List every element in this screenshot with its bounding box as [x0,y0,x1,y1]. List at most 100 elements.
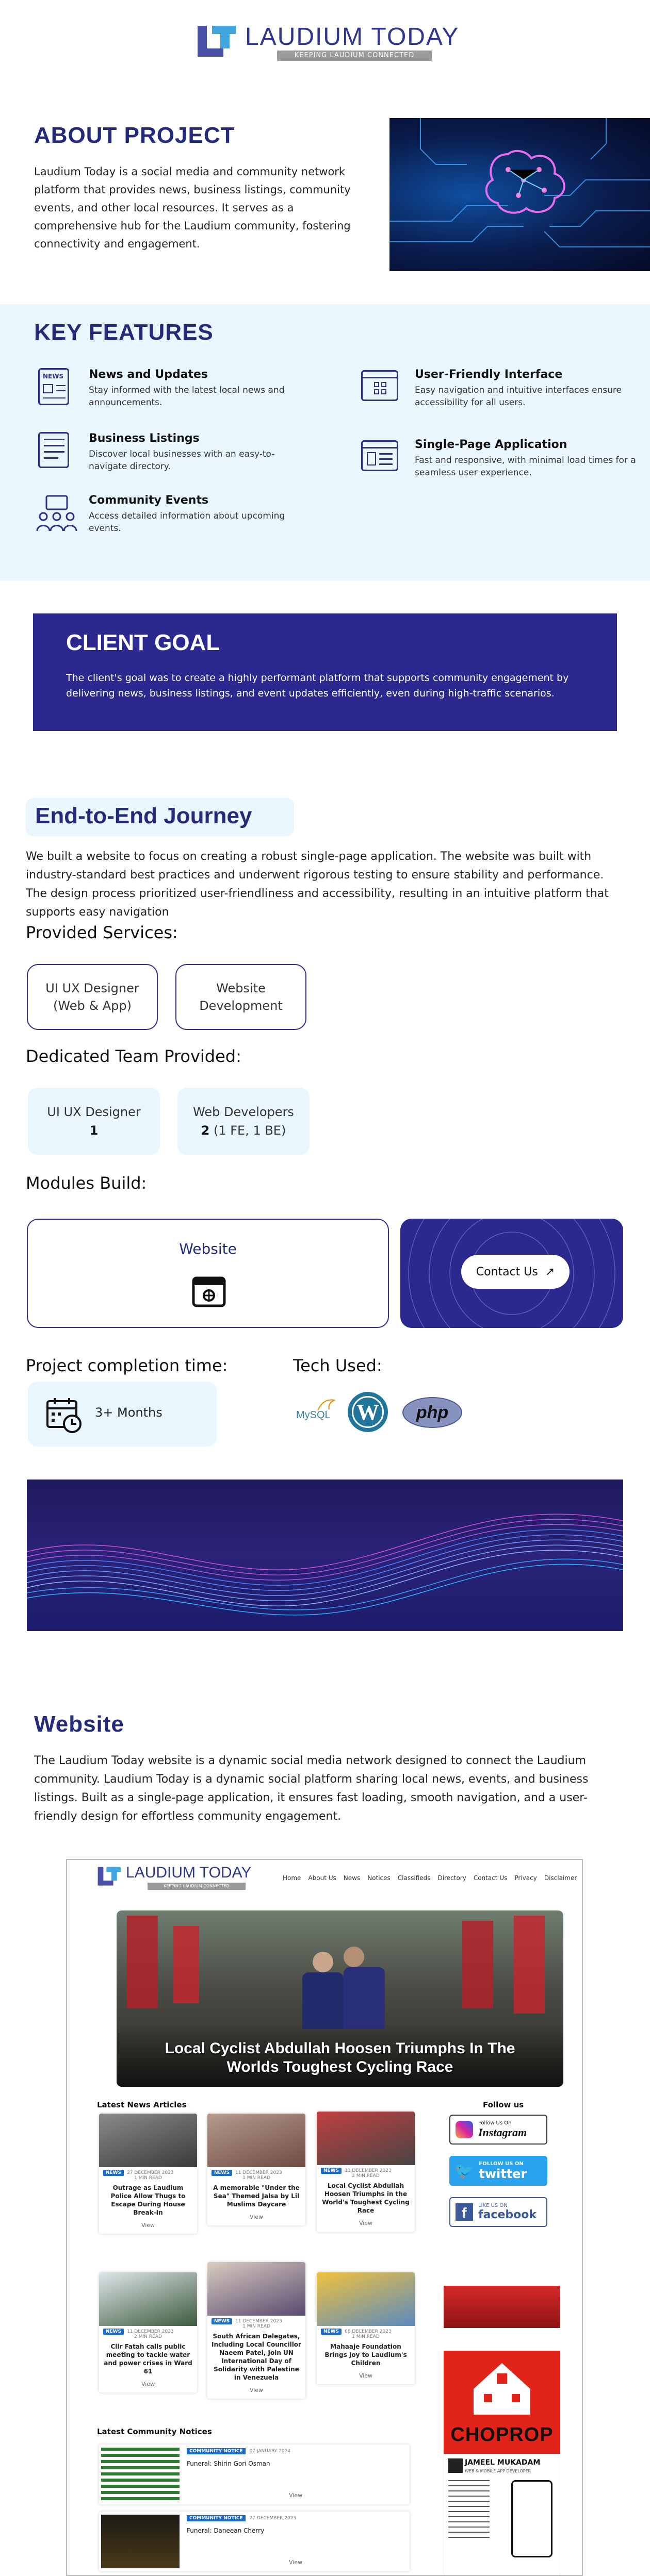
facebook-icon: f [456,2203,473,2221]
feature-desc: Access detailed information about upcomi… [89,511,285,534]
logo-mark-icon [98,1867,121,1886]
news-read-time: 1 MIN READ [134,2175,162,2181]
news-date: 11 DECEMBER 2023 [127,2329,174,2334]
news-view-link[interactable]: View [359,2372,373,2379]
contact-us-button[interactable]: Contact Us ↗ [461,1255,570,1289]
mock-tagline: KEEPING LAUDIUM CONNECTED [148,1883,246,1890]
mock-nav-notices[interactable]: Notices [367,1874,391,1882]
about-brain-image [389,118,650,271]
logo-mark-icon [198,26,236,57]
news-view-link[interactable]: View [141,2222,155,2229]
logo-brand: LAUDIUM TODAY [245,23,460,51]
tech-mysql-logo: MySQL [296,1398,337,1424]
website-title: Website [34,1711,124,1737]
ad-developer[interactable]: JAMEEL MUKADAM WEB & MOBILE APP DEVELOPE… [444,2454,560,2575]
mock-nav-disclaimer[interactable]: Disclaimer [544,1874,577,1882]
feature-title: Business Listings [89,432,200,445]
notice-image [101,2448,180,2501]
feature-community: Community Events Access detailed informa… [36,494,304,540]
news-date: 11 DECEMBER 2023 [345,2168,392,2173]
client-goal-title: CLIENT GOAL [66,630,220,655]
mock-nav-about[interactable]: About Us [308,1874,336,1882]
service-line1: UI UX Designer [45,981,139,995]
ad-banner-appliances[interactable] [444,2286,560,2328]
notice-view-link[interactable]: View [289,2492,303,2499]
mock-nav-news[interactable]: News [343,1874,361,1882]
news-read-time: 2 MIN READ [134,2334,162,2339]
wordpress-icon: W [352,1396,384,1428]
mock-nav-directory[interactable]: Directory [437,1874,466,1882]
contact-us-label: Contact Us [476,1265,538,1278]
mock-nav-home[interactable]: Home [283,1874,301,1882]
site-logo: LAUDIUM TODAY KEEPING LAUDIUM CONNECTED [194,23,458,64]
completion-card: 3+ Months [28,1382,217,1447]
news-view-link[interactable]: View [249,2387,264,2394]
feature-title: News and Updates [89,368,208,381]
logo-tagline: KEEPING LAUDIUM CONNECTED [277,51,432,61]
mock-nav-classifieds[interactable]: Classifieds [397,1874,431,1882]
ad-dev-name: JAMEEL MUKADAM [465,2458,541,2467]
team-count: 2 [201,1123,210,1138]
news-read-time: 1 MIN READ [242,2324,270,2329]
feature-spa: Single-Page Application Fast and respons… [361,438,640,485]
news-view-link[interactable]: View [359,2220,373,2226]
service-line2: Development [199,999,283,1013]
ad-choprop-text: CHOPROP [450,2424,554,2446]
tech-php-logo: php [402,1397,462,1428]
news-date: 08 DECEMBER 2023 [345,2329,392,2334]
news-tag: NEWS [321,2168,342,2174]
ad-choprop[interactable]: CHOPROP [444,2351,560,2454]
mock-nav-contact[interactable]: Contact Us [473,1874,508,1882]
feature-business: Business Listings Discover local busines… [38,432,306,478]
news-view-link[interactable]: View [249,2214,264,2220]
hero-title: Local Cyclist Abdullah Hoosen Triumphs I… [165,2040,515,2075]
feature-interface: User-Friendly Interface Easy navigation … [361,368,640,414]
team-note: (1 FE, 1 BE) [209,1123,286,1138]
service-line1: Website [216,981,266,995]
notice-tag: COMMUNITY NOTICE [187,2448,246,2454]
notice-view-link[interactable]: View [289,2559,303,2566]
house-icon [474,2363,530,2415]
website-icon [192,1276,226,1307]
news-view-link[interactable]: View [141,2381,155,2387]
news-date: 27 DECEMBER 2023 [127,2170,174,2175]
dolphin-icon [317,1399,335,1411]
tech-title: Tech Used: [293,1356,382,1375]
client-goal-banner: CLIENT GOAL The client's goal was to cre… [33,613,617,731]
instagram-icon [456,2121,473,2138]
journey-title-pill: End-to-End Journey [26,798,294,836]
feature-title: Community Events [89,494,209,507]
news-title: A memorable "Under the Sea" Themed Jalsa… [213,2184,300,2208]
notices-heading: Latest Community Notices [97,2427,212,2436]
feature-title: User-Friendly Interface [415,368,563,381]
community-icon [36,495,77,531]
mock-nav: Home About Us News Notices Classifieds Direct… [283,1872,582,1882]
mock-hero[interactable]: Local Cyclist Abdullah Hoosen Triumphs I… [117,1910,563,2087]
feature-desc: Stay informed with the latest local news… [89,385,285,408]
mock-nav-privacy[interactable]: Privacy [514,1874,537,1882]
calendar-clock-icon [46,1398,82,1433]
wave-lines-icon [27,1514,623,1616]
feature-desc: Easy navigation and intuitive interfaces… [415,385,622,408]
journey-title: End-to-End Journey [35,803,252,828]
feature-desc: Discover local businesses with an easy-t… [89,449,275,472]
client-goal-text: The client's goal was to create a highly… [66,672,569,699]
news-icon: NEWS [38,368,69,405]
notice-title: Funeral: Shirin Gori Osman [187,2460,270,2467]
about-text: Laudium Today is a social media and comm… [34,165,351,250]
twitter-icon: 🐦 [454,2162,474,2180]
brain-circuit-icon [389,118,650,247]
